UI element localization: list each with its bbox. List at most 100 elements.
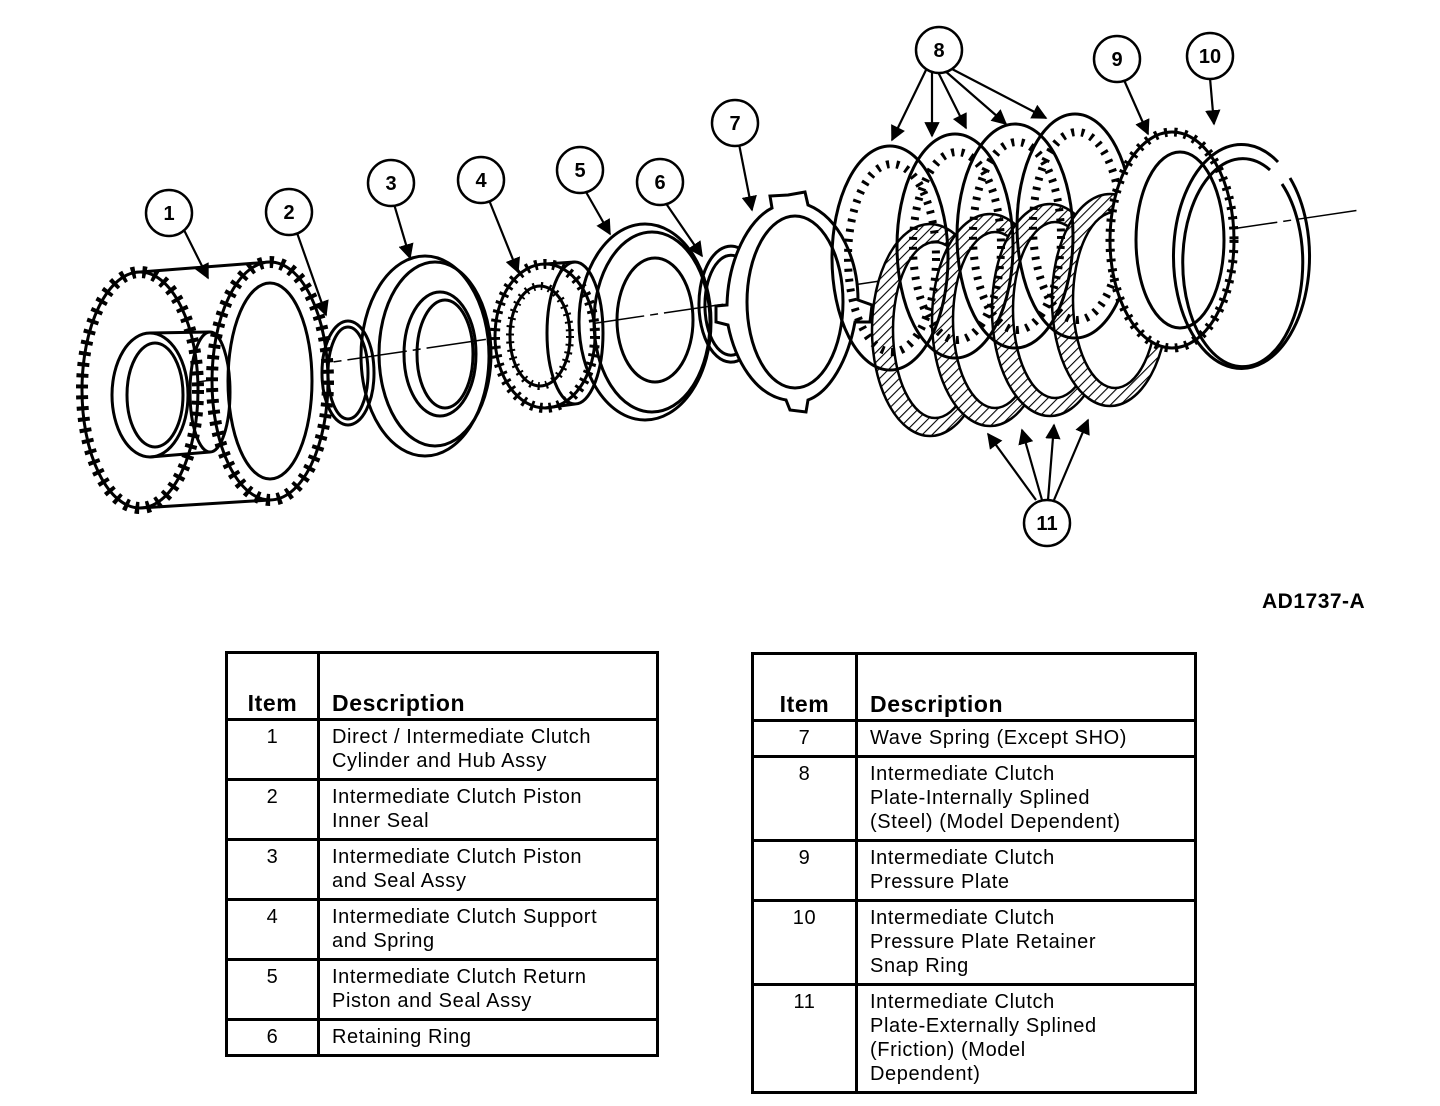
description-line: Direct / Intermediate Clutch: [332, 726, 592, 748]
leader-lines: [181, 67, 1221, 501]
description-line: Intermediate Clutch Piston: [332, 786, 583, 808]
item-description: Retaining Ring: [317, 1018, 659, 1057]
description-line: Cylinder and Hub Assy: [332, 750, 547, 772]
description-line: Pressure Plate: [870, 871, 1010, 893]
description-line: Wave Spring (Except SHO): [870, 727, 1128, 749]
column-header-description: Description: [317, 651, 659, 721]
description-line: (Steel) (Model Dependent): [870, 811, 1121, 833]
part-11-friction-plates: [870, 192, 1170, 438]
callout-6: [635, 157, 685, 207]
callout-label: 4: [475, 170, 487, 192]
description-line: Intermediate Clutch Piston: [332, 846, 583, 868]
part-10-snap-ring: [1171, 143, 1311, 370]
callout-7: [710, 98, 760, 148]
item-number: 11: [751, 983, 858, 1094]
column-header-item: Item: [225, 651, 320, 721]
description-line: Intermediate Clutch: [870, 907, 1055, 929]
description-line: Plate-Internally Splined: [870, 787, 1091, 809]
callout-5: [555, 145, 605, 195]
part-5-return-piston: [577, 222, 713, 422]
callout-bubbles: [144, 25, 1235, 548]
callout-4: [456, 155, 506, 205]
description-line: Dependent): [870, 1063, 981, 1085]
part-2-inner-seal: [320, 319, 376, 427]
item-number: 5: [225, 958, 320, 1021]
figure-code: AD1737-A: [1262, 590, 1366, 613]
description-line: Pressure Plate Retainer: [870, 931, 1097, 953]
callout-9: [1092, 34, 1142, 84]
callout-11: [1022, 498, 1072, 548]
description-line: Piston and Seal Assy: [332, 990, 532, 1012]
callout-2: [264, 187, 314, 237]
description-line: Intermediate Clutch Support: [332, 906, 598, 928]
callout-8: [914, 25, 964, 75]
item-number: 4: [225, 898, 320, 961]
description-line: Retaining Ring: [332, 1026, 472, 1048]
description-line: (Friction) (Model: [870, 1039, 1026, 1061]
part-7-wave-spring: [714, 190, 874, 414]
callout-label: 3: [385, 173, 396, 195]
callout-label: 7: [729, 113, 740, 135]
table-header-row: Item Description: [751, 652, 1197, 722]
part-9-pressure-plate: [1105, 127, 1239, 353]
callout-1: [144, 188, 194, 238]
part-3-piston: [359, 254, 493, 458]
callout-label: 8: [933, 40, 944, 62]
description-line: Snap Ring: [870, 955, 969, 977]
description-line: Intermediate Clutch: [870, 763, 1055, 785]
column-header-description: Description: [855, 652, 1197, 722]
callout-3: [366, 158, 416, 208]
table-header-row: Item Description: [225, 651, 659, 721]
description-line: Intermediate Clutch: [870, 847, 1055, 869]
callout-label: 6: [654, 172, 665, 194]
callout-label: 10: [1199, 46, 1221, 68]
callout-label: 2: [283, 202, 294, 224]
item-number: 7: [751, 719, 858, 758]
description-line: Plate-Externally Splined: [870, 1015, 1097, 1037]
description-line: and Spring: [332, 930, 435, 952]
item-number: 2: [225, 778, 320, 841]
exploded-view-diagram: 1 2 3 4 5 6 7 8 9 10 11: [76, 25, 1361, 548]
item-description: Wave Spring (Except SHO): [855, 719, 1197, 758]
item-number: 10: [751, 899, 858, 986]
description-line: Intermediate Clutch: [870, 991, 1055, 1013]
callout-label: 5: [574, 160, 585, 182]
description-line: Inner Seal: [332, 810, 430, 832]
description-line: Intermediate Clutch Return: [332, 966, 587, 988]
item-number: 9: [751, 839, 858, 902]
callout-labels: 1 2 3 4 5 6 7 8 9 10 11: [163, 40, 1221, 535]
part-8-steel-plates: [830, 112, 1135, 372]
item-number: 1: [225, 718, 320, 781]
column-header-item: Item: [751, 652, 858, 722]
part-4-support-spring: [490, 259, 605, 413]
item-number: 3: [225, 838, 320, 901]
part-1-clutch-cylinder: [76, 256, 334, 514]
table-row: 7 Wave Spring (Except SHO): [751, 719, 1197, 758]
callout-10: [1185, 31, 1235, 81]
item-number: 8: [751, 755, 858, 842]
callout-label: 11: [1036, 513, 1057, 535]
callout-label: 1: [163, 203, 174, 225]
